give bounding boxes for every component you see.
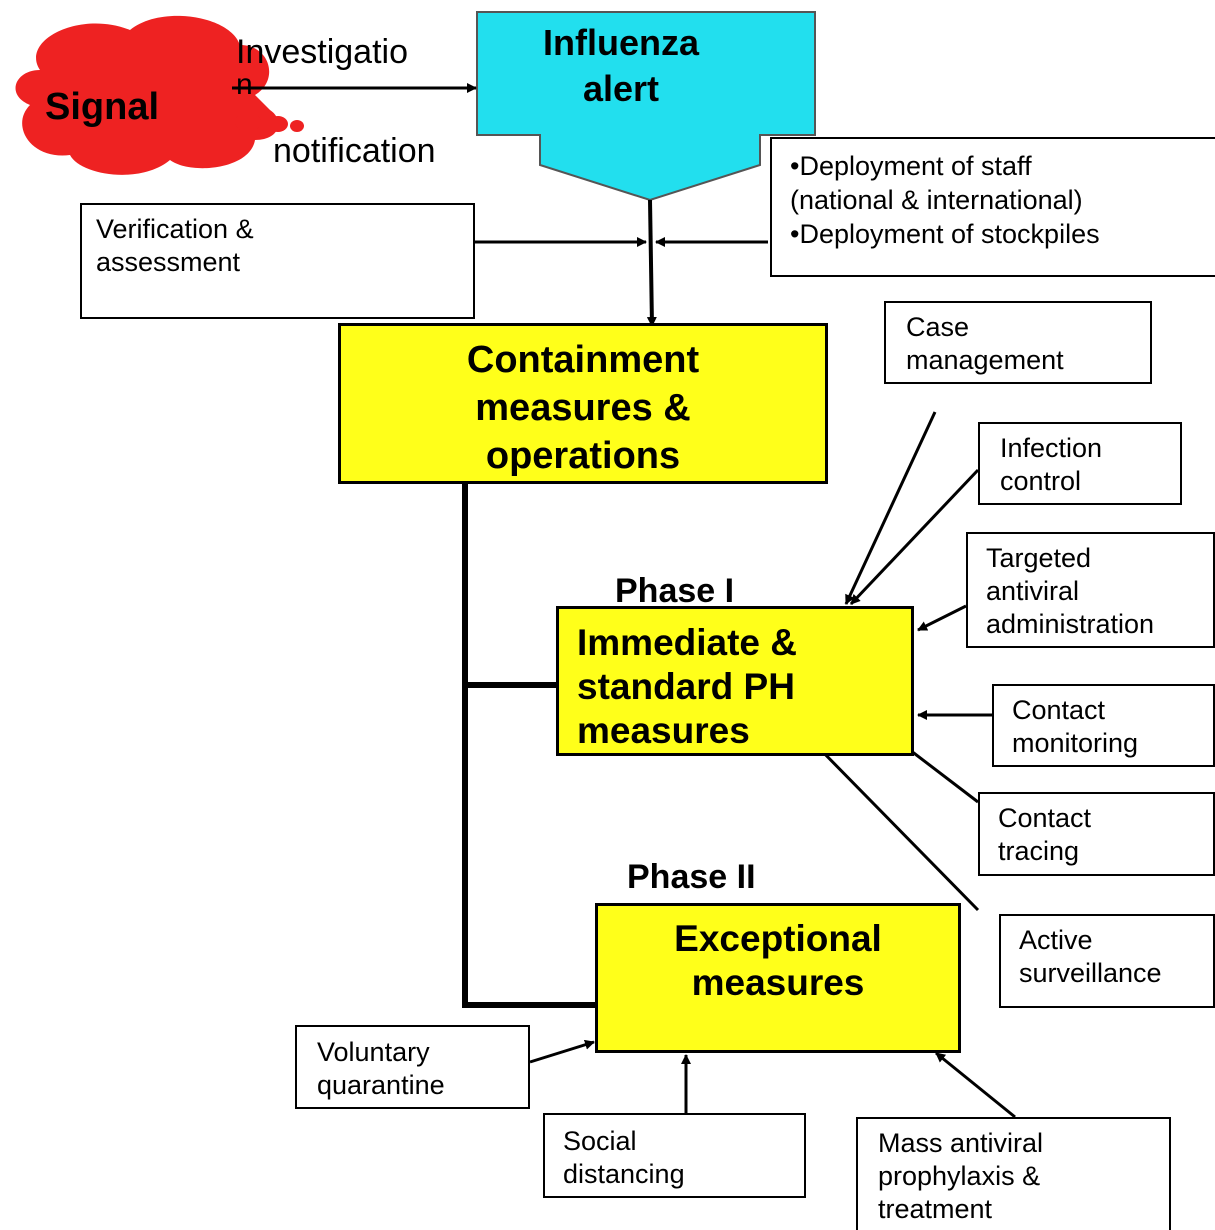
phase-bracket	[462, 480, 598, 1008]
active-surveillance-box: Active surveillance	[999, 914, 1215, 1008]
signal-cloud	[15, 15, 304, 175]
deployment-line-3: •Deployment of stockpiles	[790, 219, 1100, 249]
phase-1-line-3: measures	[577, 710, 750, 751]
phase-2-title: Phase II	[627, 858, 756, 896]
contact-monitoring-box: Contact monitoring	[992, 684, 1215, 767]
targeted-antiviral-box: Targeted antiviral administration	[966, 532, 1215, 648]
infection-control-box: Infection control	[978, 422, 1182, 505]
mass-antiviral-arrow	[935, 1051, 1016, 1119]
alert-to-containment-arrow	[646, 199, 657, 327]
active-surveillance-line-2: surveillance	[1019, 958, 1162, 988]
phase-1-box: Immediate & standard PH measures	[556, 606, 914, 756]
contact-monitoring-line-1: Contact	[1012, 695, 1106, 725]
infection-control-arrow	[849, 468, 980, 606]
phase-1-line-1: Immediate &	[577, 622, 798, 663]
social-distancing-box: Social distancing	[543, 1113, 806, 1198]
social-distancing-line-1: Social	[563, 1126, 637, 1156]
active-surveillance-line-1: Active	[1019, 925, 1093, 955]
containment-box: Containment measures & operations	[338, 323, 828, 484]
phase-1-title: Phase I	[615, 572, 735, 610]
voluntary-quarantine-arrow	[529, 1039, 595, 1064]
alert-line-1: Influenza	[542, 22, 699, 63]
deployment-box: •Deployment of staff (national & interna…	[770, 137, 1215, 277]
case-management-arrow	[844, 411, 937, 605]
deployment-line-1: •Deployment of staff	[790, 151, 1032, 181]
case-management-line-1: Case	[906, 312, 970, 342]
verification-box: Verification & assessment	[80, 203, 475, 319]
alert-line-2: alert	[582, 68, 660, 109]
verification-line-1: Verification &	[96, 214, 254, 244]
containment-line-3: operations	[485, 435, 681, 477]
mass-antiviral-line-1: Mass antiviral	[878, 1128, 1044, 1158]
notification-label: notification	[273, 132, 436, 170]
contact-tracing-box: Contact tracing	[978, 792, 1215, 876]
voluntary-quarantine-line-1: Voluntary	[317, 1037, 430, 1067]
infection-control-line-1: Infection	[1000, 433, 1103, 463]
voluntary-quarantine-box: Voluntary quarantine	[295, 1025, 530, 1109]
signal-label: Signal	[45, 86, 160, 128]
case-management-line-2: management	[906, 345, 1064, 375]
verification-line-2: assessment	[96, 247, 241, 277]
mass-antiviral-box: Mass antiviral prophylaxis & treatment	[856, 1117, 1171, 1230]
targeted-antiviral-arrow	[917, 604, 967, 632]
phase-2-line-2: measures	[691, 962, 865, 1003]
active-surveillance-arrow	[813, 742, 980, 912]
phase-2-box: Exceptional measures	[595, 903, 961, 1053]
influenza-alert-block	[476, 11, 816, 202]
deployment-line-2: (national & international)	[790, 185, 1083, 215]
mass-antiviral-line-3: treatment	[878, 1194, 993, 1224]
contact-tracing-line-1: Contact	[998, 803, 1092, 833]
case-management-box: Case management	[884, 301, 1152, 384]
investigation-label-cont: n	[236, 78, 253, 101]
contact-monitoring-line-2: monitoring	[1012, 728, 1139, 758]
containment-line-2: measures &	[475, 387, 691, 429]
alert-title: Influenza alert	[477, 20, 765, 112]
phase-1-line-2: standard PH	[577, 666, 795, 707]
investigation-label: Investigatio	[236, 33, 408, 71]
infection-control-line-2: control	[1000, 466, 1082, 496]
targeted-antiviral-line-1: Targeted	[986, 543, 1092, 573]
phase-2-line-1: Exceptional	[674, 918, 882, 959]
mass-antiviral-line-2: prophylaxis &	[878, 1161, 1041, 1191]
contact-tracing-line-2: tracing	[998, 836, 1080, 866]
social-distancing-line-2: distancing	[563, 1159, 685, 1189]
targeted-antiviral-line-2: antiviral	[986, 576, 1080, 606]
contact-tracing-arrow	[901, 742, 979, 804]
voluntary-quarantine-line-2: quarantine	[317, 1070, 445, 1100]
containment-line-1: Containment	[466, 339, 700, 381]
targeted-antiviral-line-3: administration	[986, 609, 1155, 639]
